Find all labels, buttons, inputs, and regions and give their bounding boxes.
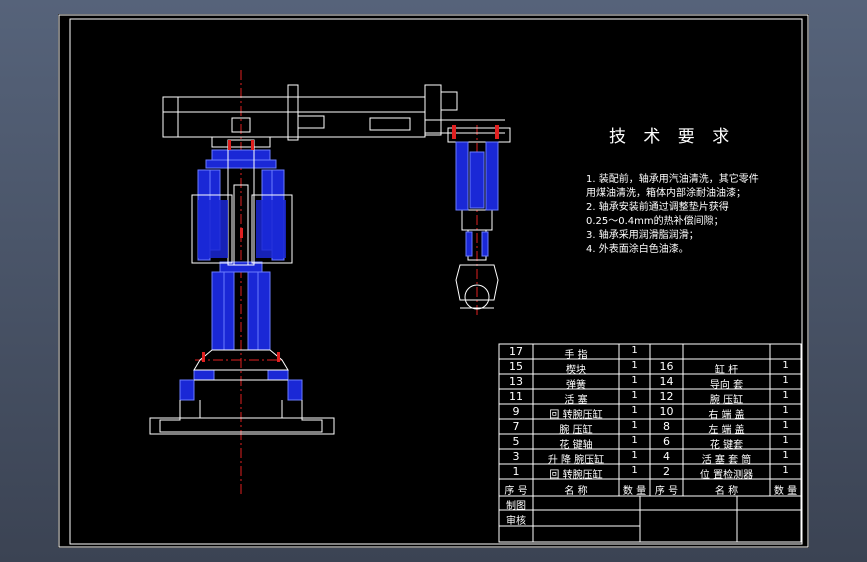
bom-name: 花 键轴	[559, 440, 593, 451]
bearing-blocks	[198, 200, 286, 258]
bom-no: 2	[663, 465, 670, 478]
bom-header-name: 名 称	[564, 486, 588, 497]
bom-no: 16	[659, 360, 674, 373]
bom-no: 10	[659, 405, 674, 418]
gripper-cylinder	[455, 141, 499, 257]
bom-qty: 1	[631, 465, 638, 476]
requirement-line: 0.25～0.4mm的热补偿间隙；	[586, 216, 724, 227]
bom-name: 右 端 盖	[708, 410, 745, 421]
bom-name: 活 塞	[564, 395, 588, 406]
bom-name: 位 置检测器	[699, 470, 754, 481]
red-markers	[202, 125, 499, 362]
requirement-line: 1. 装配前，轴承用汽油清洗，其它零件	[586, 174, 759, 185]
centerlines	[195, 70, 478, 495]
bom-qty: 1	[782, 405, 789, 416]
bom-header-name: 名 称	[714, 486, 739, 497]
inner-frame	[69, 18, 803, 545]
bom-no: 5	[512, 435, 520, 448]
bom-name: 花 键套	[709, 440, 744, 451]
outer-frame	[58, 14, 809, 548]
bom-qty: 1	[782, 390, 789, 401]
bom-header-qty: 数 量	[622, 486, 647, 497]
bom-no: 6	[663, 435, 670, 448]
arm-assembly	[162, 84, 505, 148]
bom-qty: 1	[631, 405, 638, 416]
bom-name: 升 降 腕压缸	[547, 455, 605, 466]
sign-checked-label: 审核	[506, 516, 526, 527]
bom-qty: 1	[782, 360, 789, 371]
bom-name: 弹簧	[566, 380, 586, 391]
bom-name: 楔块	[566, 365, 586, 376]
bom-no: 17	[509, 345, 523, 358]
bom-qty: 1	[631, 345, 638, 356]
column-outline	[149, 139, 335, 435]
bom-name: 手 指	[564, 350, 588, 361]
bom-qty: 1	[631, 360, 638, 371]
drawing-sheet	[58, 14, 809, 548]
bom-header-qty: 数 量	[773, 486, 798, 497]
bom-qty: 1	[631, 450, 638, 461]
bom-no: 4	[663, 450, 670, 463]
requirements-title: 技 术 要 求	[609, 127, 736, 147]
bom-name: 导向 套	[709, 380, 744, 391]
bom-name: 腕 压缸	[709, 395, 744, 406]
bom-qty: 1	[782, 465, 789, 476]
sign-drawn-label: 制图	[506, 501, 526, 512]
bom-header-no: 序 号	[504, 486, 528, 497]
bom-qty: 1	[631, 375, 638, 386]
bom-no: 9	[512, 405, 520, 418]
bom-qty: 1	[782, 435, 789, 446]
requirement-line: 3. 轴承采用润滑脂润滑；	[586, 230, 699, 241]
bom-no: 3	[512, 450, 520, 463]
bom-no: 7	[512, 420, 520, 433]
bom-no: 12	[659, 390, 674, 403]
requirement-line: 2. 轴承安装前通过调整垫片获得	[586, 202, 729, 213]
bom-qty: 1	[631, 435, 638, 446]
bom-qty: 1	[782, 450, 789, 461]
bom-qty: 1	[631, 420, 638, 431]
bom-no: 1	[512, 465, 520, 478]
bom-grid	[498, 343, 802, 543]
bom-name: 缸 杆	[714, 365, 739, 376]
bom-name: 回 转腕压缸	[549, 470, 603, 481]
gripper-outline	[447, 127, 511, 310]
bom-no: 11	[509, 390, 523, 403]
requirement-line: 用煤油清洗，箱体内部涂耐油油漆；	[586, 188, 746, 199]
bom-name: 活 塞 套 筒	[701, 455, 752, 466]
bom-no: 8	[663, 420, 670, 433]
bom-qty: 1	[782, 420, 789, 431]
bom-name: 腕 压缸	[559, 425, 593, 436]
requirement-line: 4. 外表面涂白色油漆。	[586, 244, 689, 255]
bom-header-no: 序 号	[654, 486, 679, 497]
bom-no: 15	[509, 360, 523, 373]
bom-no: 13	[509, 375, 523, 388]
bom-qty: 1	[631, 390, 638, 401]
bom-name: 左 端 盖	[708, 425, 745, 436]
bom-qty: 1	[782, 375, 789, 386]
bom-name: 回 转腕压缸	[549, 410, 603, 421]
bom-no: 14	[659, 375, 674, 388]
